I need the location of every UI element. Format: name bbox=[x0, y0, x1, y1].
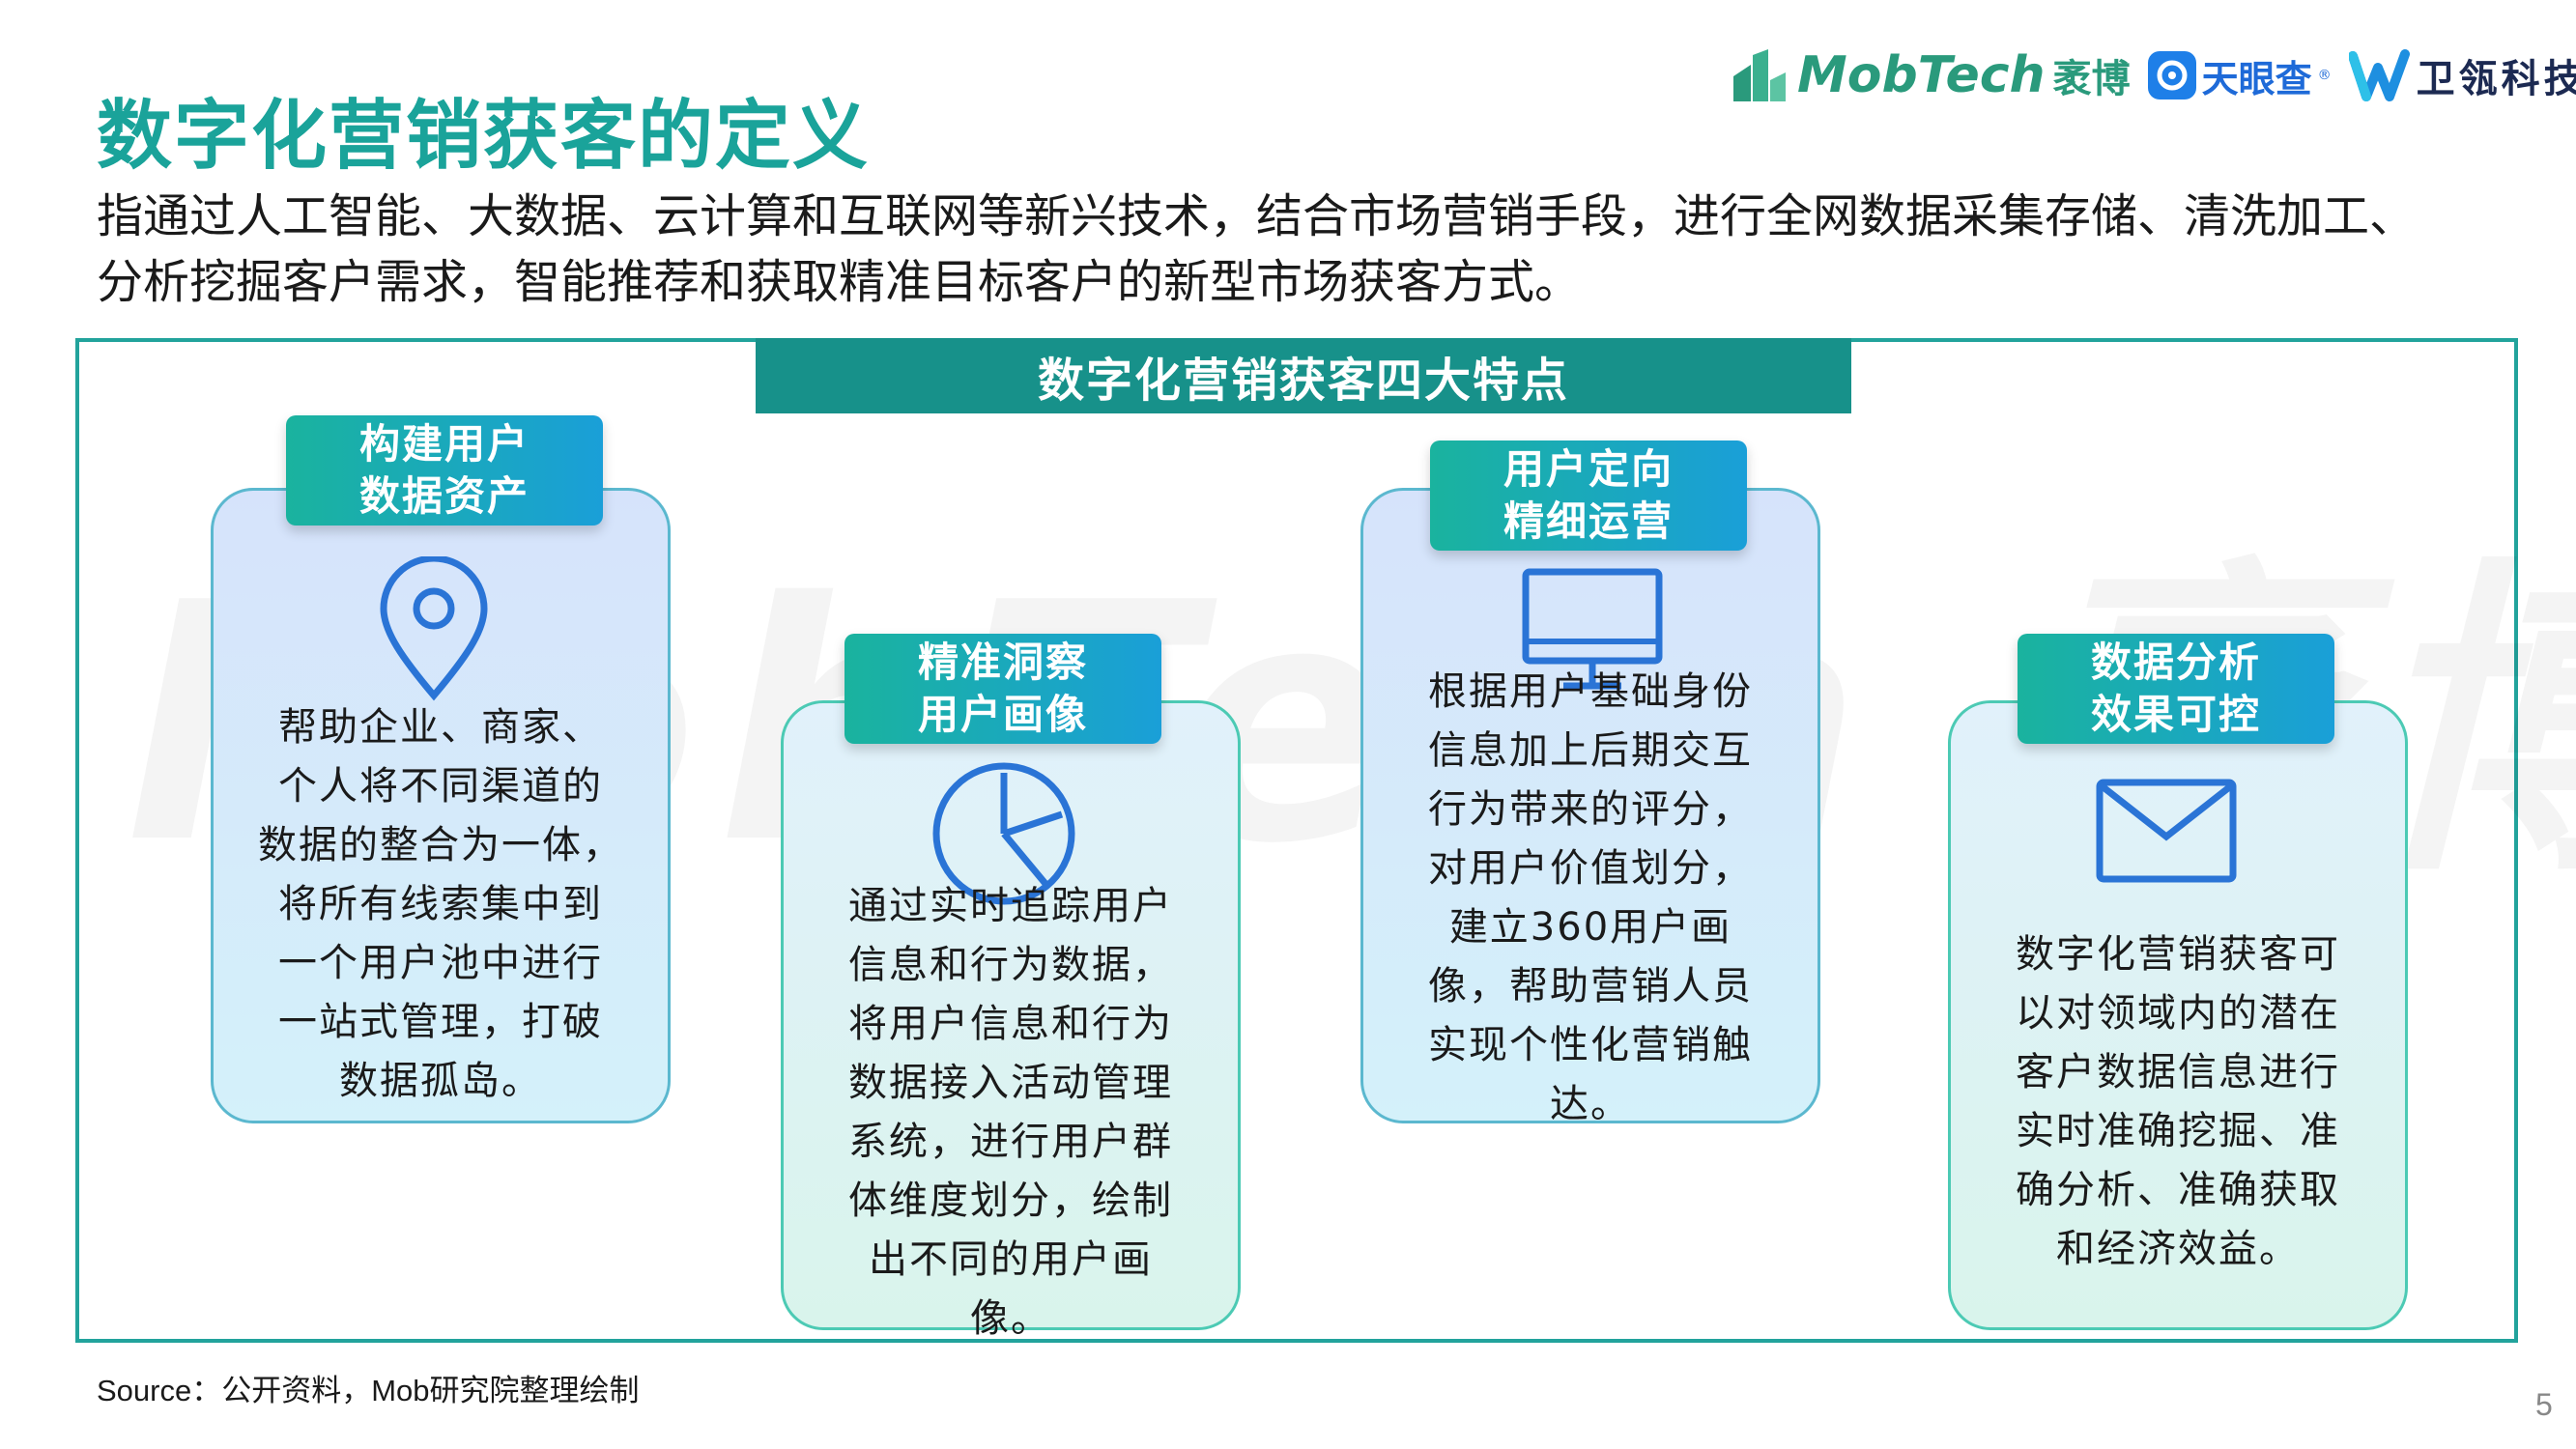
card-2-line: 像。 bbox=[970, 1296, 1051, 1341]
card-3-line: 像，帮助营销人员 bbox=[1428, 964, 1753, 1009]
definition-line-2: 分析挖掘客户需求，智能推荐和获取精准目标客户的新型市场获客方式。 bbox=[97, 255, 1582, 309]
card-2-line: 数据接入活动管理 bbox=[848, 1061, 1173, 1105]
feature-tag-3-line-1: 用户定向 bbox=[1503, 445, 1674, 493]
card-3-line: 对用户价值划分， bbox=[1428, 846, 1753, 891]
card-3-line: 根据用户基础身份 bbox=[1428, 669, 1753, 714]
definition-line-1: 指通过人工智能、大数据、云计算和互联网等新兴技术，结合市场营销手段，进行全网数据… bbox=[97, 189, 2417, 243]
card-2-line: 将用户信息和行为 bbox=[848, 1002, 1173, 1046]
feature-tag-1: 构建用户 数据资产 bbox=[286, 415, 603, 526]
card-2-line: 出不同的用户画 bbox=[869, 1237, 1153, 1282]
feature-card-4-body: 数字化营销获客可 以对领域内的潜在 客户数据信息进行 实时准确挖掘、准 确分析、… bbox=[1951, 925, 2405, 1279]
monitor-icon bbox=[1522, 568, 1663, 690]
card-2-line: 信息和行为数据， bbox=[848, 943, 1173, 987]
card-3-line: 达。 bbox=[1550, 1082, 1631, 1126]
feature-tag-4-line-2: 效果可控 bbox=[2090, 691, 2261, 738]
partner-logos: MobTech 袤博 天眼查 ® 卫瓴科技 bbox=[1730, 37, 2576, 114]
card-1-line: 个人将不同渠道的 bbox=[278, 764, 603, 809]
card-1-line: 一站式管理，打破 bbox=[278, 1000, 603, 1044]
card-1-line: 将所有线索集中到 bbox=[278, 882, 603, 926]
card-2-line: 通过实时追踪用户 bbox=[848, 884, 1173, 928]
feature-tag-2-line-2: 用户画像 bbox=[917, 691, 1088, 738]
mobtech-mark-icon bbox=[1733, 49, 1786, 101]
feature-tag-2: 精准洞察 用户画像 bbox=[844, 634, 1161, 744]
card-1-line: 一个用户池中进行 bbox=[278, 941, 603, 985]
tianyancha-mark-icon bbox=[2147, 51, 2196, 99]
definition-text: 指通过人工智能、大数据、云计算和互联网等新兴技术，结合市场营销手段，进行全网数据… bbox=[97, 184, 2532, 315]
source-note: Source：公开资料，Mob研究院整理绘制 bbox=[97, 1374, 640, 1407]
mobtech-cn-wordmark: 袤博 bbox=[2052, 57, 2131, 101]
card-2-line: 系统，进行用户群 bbox=[848, 1120, 1173, 1164]
card-3-line: 建立360用户画 bbox=[1448, 905, 1732, 950]
page-number: 5 bbox=[2535, 1387, 2553, 1422]
card-1-line: 数据的整合为一体， bbox=[258, 823, 623, 867]
features-banner: 数字化营销获客四大特点 bbox=[756, 338, 1851, 413]
card-4-line: 和经济效益。 bbox=[2056, 1227, 2300, 1271]
registered-mark: ® bbox=[2317, 68, 2332, 83]
card-4-line: 客户数据信息进行 bbox=[2016, 1050, 2340, 1094]
feature-tag-1-line-1: 构建用户 bbox=[358, 420, 530, 468]
feature-card-1-body: 帮助企业、商家、 个人将不同渠道的 数据的整合为一体， 将所有线索集中到 一个用… bbox=[214, 698, 668, 1111]
feature-tag-3: 用户定向 精细运营 bbox=[1430, 440, 1747, 551]
card-4-line: 确分析、准确获取 bbox=[2016, 1168, 2340, 1212]
page-title: 数字化营销获客的定义 bbox=[97, 93, 871, 180]
feature-card-2-body: 通过实时追踪用户 信息和行为数据， 将用户信息和行为 数据接入活动管理 系统，进… bbox=[784, 877, 1238, 1349]
feature-card-3-body: 根据用户基础身份 信息加上后期交互 行为带来的评分， 对用户价值划分， 建立36… bbox=[1363, 663, 1818, 1134]
card-2-line: 体维度划分，绘制 bbox=[848, 1179, 1173, 1223]
feature-tag-1-line-2: 数据资产 bbox=[358, 472, 530, 520]
feature-card-3: 根据用户基础身份 信息加上后期交互 行为带来的评分， 对用户价值划分， 建立36… bbox=[1360, 488, 1820, 1126]
tianyancha-logo: 天眼查 ® bbox=[2147, 49, 2332, 102]
feature-tag-4-line-1: 数据分析 bbox=[2090, 639, 2261, 686]
feature-tag-3-line-2: 精细运营 bbox=[1503, 497, 1674, 545]
mobtech-logo: MobTech 袤博 bbox=[1730, 46, 2131, 104]
feature-tag-2-line-1: 精准洞察 bbox=[917, 639, 1088, 686]
location-pin-icon bbox=[380, 556, 488, 701]
weihuan-mark-icon bbox=[2348, 49, 2410, 101]
card-3-line: 实现个性化营销触 bbox=[1428, 1023, 1753, 1067]
envelope-icon bbox=[2096, 779, 2237, 883]
weihuan-wordmark: 卫瓴科技 bbox=[2416, 57, 2576, 101]
card-4-line: 数字化营销获客可 bbox=[2016, 932, 2340, 977]
card-4-line: 实时准确挖掘、准 bbox=[2016, 1109, 2340, 1153]
feature-card-2: 通过实时追踪用户 信息和行为数据， 将用户信息和行为 数据接入活动管理 系统，进… bbox=[781, 700, 1241, 1341]
card-1-line: 数据孤岛。 bbox=[339, 1059, 542, 1103]
feature-card-4: 数字化营销获客可 以对领域内的潜在 客户数据信息进行 实时准确挖掘、准 确分析、… bbox=[1948, 700, 2408, 1330]
weihuan-logo: 卫瓴科技 bbox=[2348, 47, 2576, 103]
card-1-line: 帮助企业、商家、 bbox=[278, 705, 603, 750]
card-3-line: 行为带来的评分， bbox=[1428, 787, 1753, 832]
mobtech-wordmark: MobTech bbox=[1797, 46, 2046, 104]
feature-tag-4: 数据分析 效果可控 bbox=[2018, 634, 2334, 744]
tianyancha-wordmark: 天眼查 bbox=[2201, 57, 2312, 100]
pie-chart-icon bbox=[932, 762, 1075, 905]
feature-card-1: 帮助企业、商家、 个人将不同渠道的 数据的整合为一体， 将所有线索集中到 一个用… bbox=[211, 488, 671, 1123]
card-3-line: 信息加上后期交互 bbox=[1428, 728, 1753, 773]
card-4-line: 以对领域内的潜在 bbox=[2016, 991, 2340, 1036]
